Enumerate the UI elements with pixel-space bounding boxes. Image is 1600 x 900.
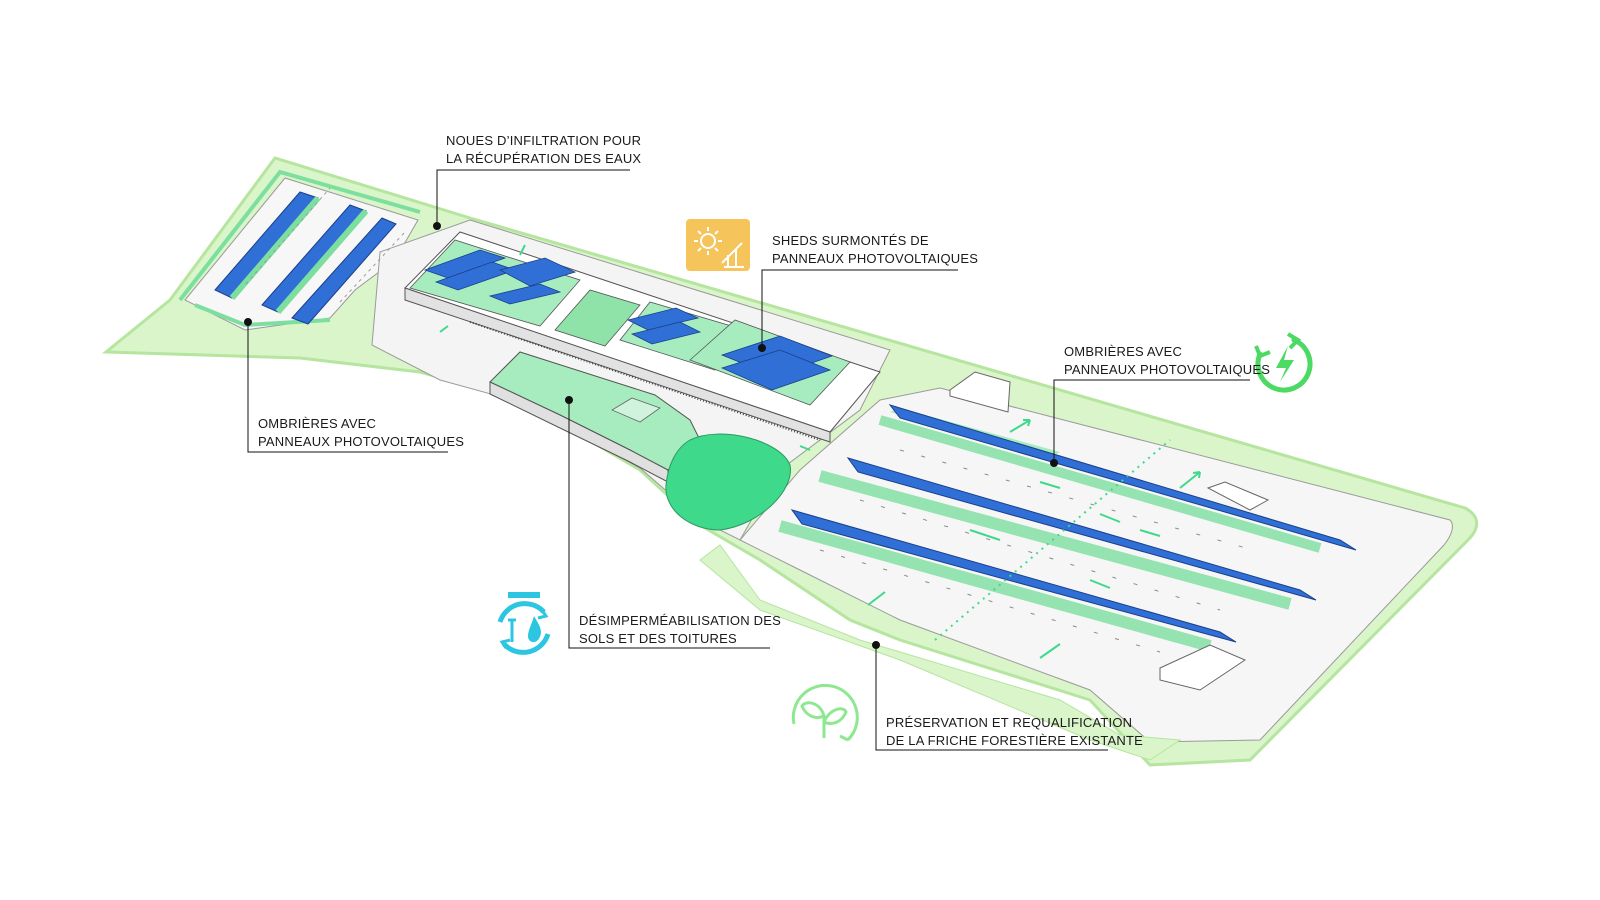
label-ombrieres-west: OMBRIÈRES AVEC PANNEAUX PHOTOVOLTAIQUES (258, 415, 464, 451)
east-carports (778, 371, 1357, 691)
label-desimper-line1: DÉSIMPERMÉABILISATION DES (579, 613, 781, 628)
leader-desimper (568, 400, 770, 649)
leader-lines (244, 169, 1250, 751)
leader-ombrieres-east (1053, 379, 1250, 463)
label-noues-line2: LA RÉCUPÉRATION DES EAUX (446, 151, 642, 166)
label-ombrieres-east-line1: OMBRIÈRES AVEC (1064, 344, 1183, 359)
label-preservation-line2: DE LA FRICHE FORESTIÈRE EXISTANTE (886, 733, 1144, 748)
main-building (404, 231, 881, 531)
leader-noues (436, 169, 630, 226)
leader-ombrieres-west (247, 322, 448, 453)
label-sheds-line2: PANNEAUX PHOTOVOLTAIQUES (772, 251, 979, 266)
label-ombrieres-west-line2: PANNEAUX PHOTOVOLTAIQUES (258, 434, 465, 449)
label-noues-line1: NOUES D’INFILTRATION POUR (446, 133, 642, 148)
flow-arrows (439, 244, 1201, 659)
leader-sheds (761, 269, 958, 348)
label-ombrieres-east-line2: PANNEAUX PHOTOVOLTAIQUES (1064, 362, 1271, 377)
label-sheds-line1: SHEDS SURMONTÉS DE (772, 233, 929, 248)
label-ombrieres-west-line1: OMBRIÈRES AVEC (258, 416, 377, 431)
label-sheds: SHEDS SURMONTÉS DE PANNEAUX PHOTOVOLTAIQ… (772, 232, 978, 268)
label-desimper-line2: SOLS ET DES TOITURES (579, 631, 737, 646)
label-noues: NOUES D’INFILTRATION POUR LA RÉCUPÉRATIO… (446, 132, 641, 168)
sun-solar-panel-icon (686, 219, 750, 271)
leaf-preservation-icon (791, 684, 859, 742)
label-preservation: PRÉSERVATION ET REQUALIFICATION DE LA FR… (886, 714, 1143, 750)
renewable-energy-icon (1254, 332, 1313, 393)
label-desimper: DÉSIMPERMÉABILISATION DES SOLS ET DES TO… (579, 612, 781, 648)
label-preservation-line1: PRÉSERVATION ET REQUALIFICATION (886, 715, 1133, 730)
water-cycle-icon (497, 592, 551, 655)
west-carports (214, 187, 406, 325)
label-ombrieres-east: OMBRIÈRES AVEC PANNEAUX PHOTOVOLTAIQUES (1064, 343, 1270, 379)
leader-preservation (875, 645, 1108, 751)
